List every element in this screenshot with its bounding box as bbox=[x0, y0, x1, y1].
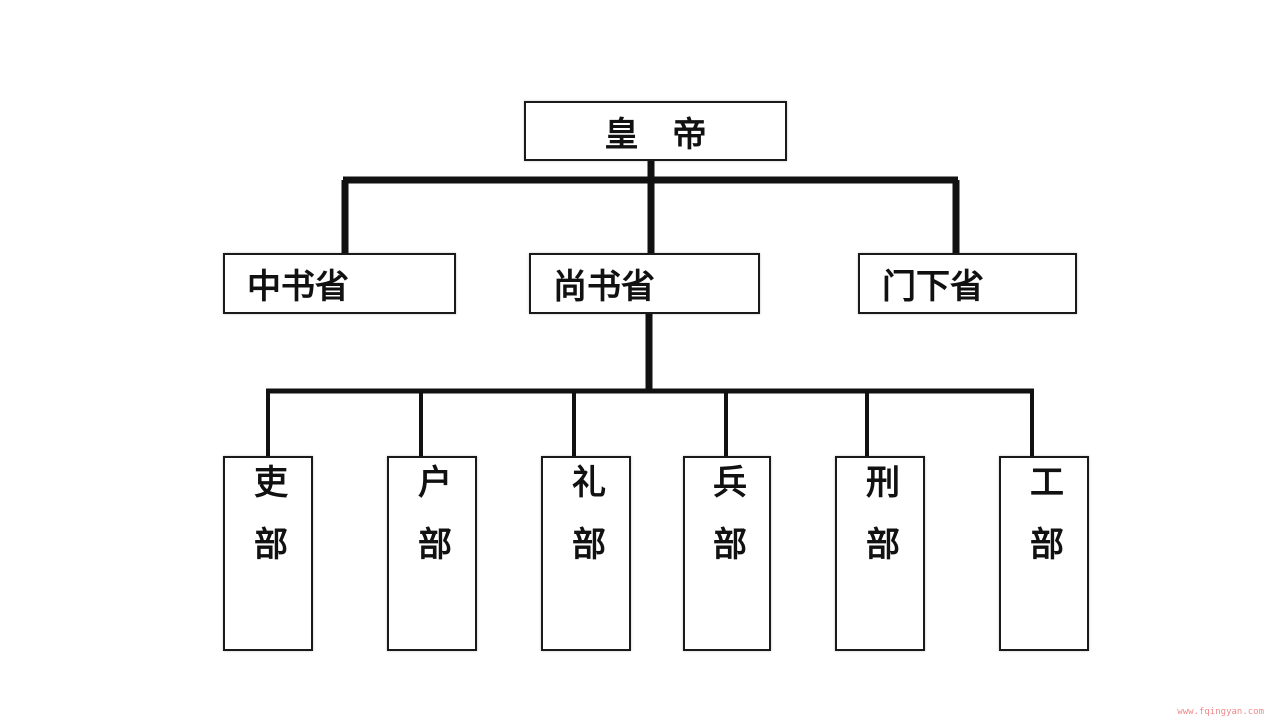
node-ministry-revenue-label: 户部 bbox=[411, 464, 452, 588]
node-ministry-rites-label: 礼部 bbox=[565, 464, 606, 588]
node-ministry-personnel: 吏部 bbox=[223, 456, 313, 651]
node-ministry-justice-label: 刑部 bbox=[859, 464, 900, 588]
node-ministry-war: 兵部 bbox=[683, 456, 771, 651]
node-zhongshu: 中书省 bbox=[223, 253, 456, 314]
node-ministry-justice: 刑部 bbox=[835, 456, 925, 651]
node-menxia: 门下省 bbox=[858, 253, 1077, 314]
node-emperor-label: 皇帝 bbox=[604, 114, 741, 155]
node-ministry-personnel-label: 吏部 bbox=[247, 464, 288, 588]
node-ministry-works-label: 工部 bbox=[1023, 464, 1064, 588]
node-shangshu: 尚书省 bbox=[529, 253, 760, 314]
node-emperor: 皇帝 bbox=[524, 101, 787, 161]
node-ministry-works: 工部 bbox=[999, 456, 1089, 651]
node-ministry-rites: 礼部 bbox=[541, 456, 631, 651]
node-ministry-revenue: 户部 bbox=[387, 456, 477, 651]
node-shangshu-label: 尚书省 bbox=[553, 267, 655, 307]
watermark: www.fqingyan.com bbox=[1177, 707, 1264, 717]
node-menxia-label: 门下省 bbox=[882, 267, 984, 307]
node-ministry-war-label: 兵部 bbox=[706, 464, 747, 588]
node-zhongshu-label: 中书省 bbox=[247, 267, 349, 307]
